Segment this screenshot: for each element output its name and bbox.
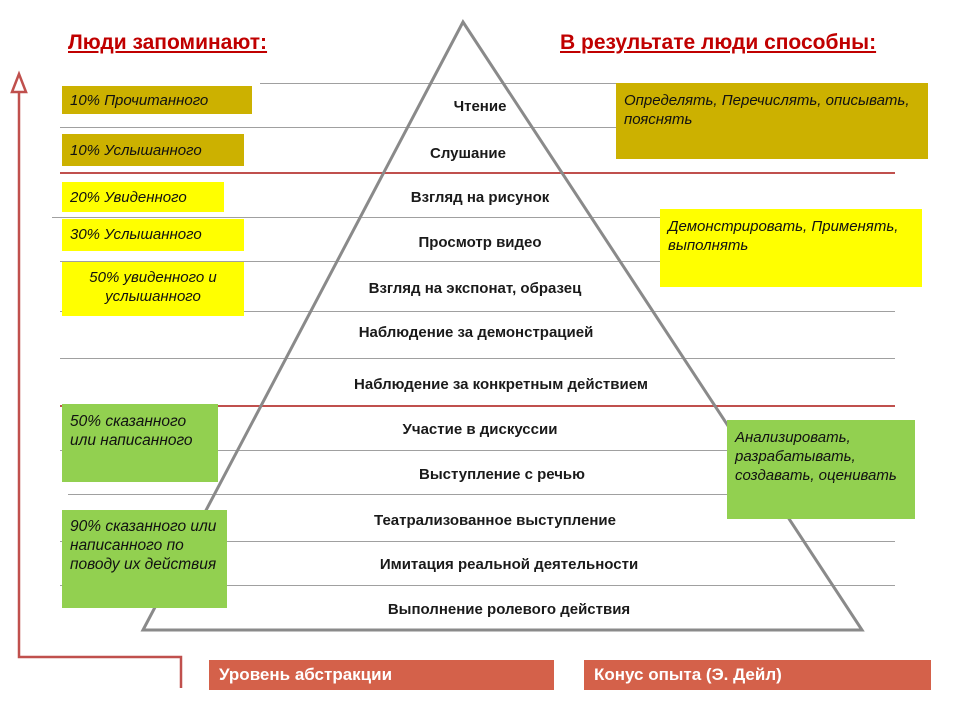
abstraction-level-label: Уровень абстракции — [209, 660, 554, 690]
abstraction-arrow — [17, 78, 183, 688]
level-action: Наблюдение за конкретным действием — [354, 376, 648, 393]
level-role-play: Выполнение ролевого действия — [387, 601, 631, 618]
level-reading: Чтение — [453, 98, 507, 115]
remember-box: 20% Увиденного — [62, 182, 224, 212]
level-picture: Взгляд на рисунок — [410, 189, 550, 206]
ability-box: Определять, Перечислять, описывать, пояс… — [616, 83, 928, 159]
divider-line — [60, 127, 895, 128]
remember-box: 50% сказанного или написанного — [62, 404, 218, 482]
divider-line — [60, 450, 895, 451]
divider-line — [60, 172, 895, 174]
ability-box: Анализировать, разрабатывать, создавать,… — [727, 420, 915, 519]
level-speech: Выступление с речью — [419, 466, 585, 483]
divider-line — [60, 261, 895, 262]
divider-line — [60, 311, 895, 312]
divider-line — [52, 217, 895, 218]
ability-title: В результате люди способны: — [560, 31, 877, 54]
divider-line — [260, 83, 620, 84]
divider-line — [60, 405, 895, 407]
remember-title: Люди запоминают: — [68, 31, 268, 54]
level-demonstration: Наблюдение за демонстрацией — [358, 324, 594, 341]
level-exhibit: Взгляд на экспонат, образец — [368, 280, 582, 297]
level-listening: Слушание — [430, 145, 506, 162]
ability-box: Демонстрировать, Применять, выполнять — [660, 209, 922, 287]
remember-box: 10% Прочитанного — [62, 86, 252, 114]
level-theatre: Театрализованное выступление — [374, 512, 616, 529]
pyramid-outline — [140, 19, 865, 632]
remember-box: 50% увиденного и услышанного — [62, 262, 244, 316]
cone-of-experience-label: Конус опыта (Э. Дейл) — [584, 660, 931, 690]
remember-box: 10% Услышанного — [62, 134, 244, 166]
remember-box: 30% Услышанного — [62, 219, 244, 251]
divider-line — [60, 358, 895, 359]
arrow-head-icon — [10, 70, 28, 94]
divider-line — [60, 585, 895, 586]
level-discussion: Участие в дискуссии — [402, 421, 558, 438]
divider-line — [68, 494, 895, 495]
level-video: Просмотр видео — [418, 234, 542, 251]
level-imitation: Имитация реальной деятельности — [379, 556, 639, 573]
remember-box: 90% сказанного или написанного по поводу… — [62, 510, 227, 608]
divider-line — [60, 541, 895, 542]
